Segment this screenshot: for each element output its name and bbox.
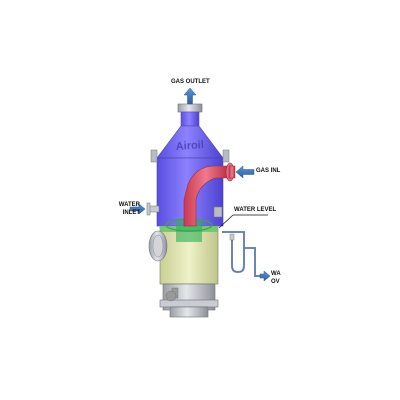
water-inlet-stub bbox=[146, 202, 160, 216]
water-outlet-label-line1: WA bbox=[271, 271, 281, 277]
water-outlet-arrow bbox=[259, 270, 271, 282]
base-bolts bbox=[165, 287, 179, 302]
water-level-leader bbox=[218, 214, 234, 229]
water-inlet-label-line2: INLET bbox=[122, 210, 140, 216]
side-manway bbox=[148, 230, 168, 262]
level-gauge-loop bbox=[222, 231, 262, 277]
base-flange bbox=[159, 299, 219, 308]
water-inlet-label-line1: WATER bbox=[118, 202, 140, 208]
water-inlet-arrow bbox=[129, 203, 146, 215]
base-plate bbox=[169, 306, 209, 318]
gas-inlet-arrow bbox=[235, 165, 255, 179]
gas-inlet-pipe bbox=[183, 165, 229, 227]
gas-inlet-pipe-end bbox=[228, 165, 236, 179]
level-gauge-loop-inner bbox=[222, 231, 262, 277]
water-level-label: WATER LEVEL bbox=[234, 207, 277, 213]
gas-outlet-arrow bbox=[183, 87, 197, 105]
gas-outlet-label: GAS OUTLET bbox=[171, 79, 210, 85]
shell-studs bbox=[150, 149, 230, 218]
water-outlet-label-line2: OV bbox=[271, 279, 280, 285]
brand-logo: Airoil bbox=[175, 139, 204, 153]
gas-outlet-nozzle bbox=[177, 103, 203, 127]
gas-inlet-label: GAS INL bbox=[256, 168, 281, 174]
